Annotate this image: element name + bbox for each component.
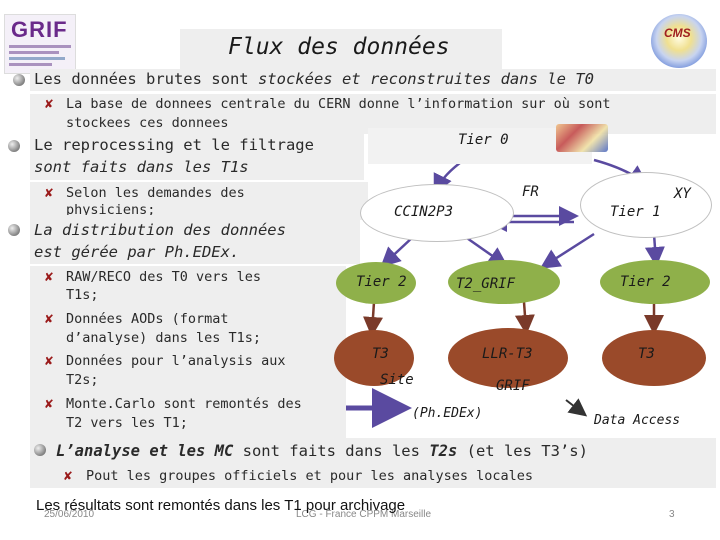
tier2-left-node bbox=[336, 262, 416, 304]
bullet-4-text-post: (et les T3’s) bbox=[457, 442, 588, 460]
footer-note: Les résultats sont remontés dans les T1 … bbox=[36, 497, 406, 514]
t3-right-node bbox=[602, 330, 706, 386]
bullet-4-text-mid: sont faits dans les bbox=[233, 442, 430, 460]
arrow-ccin2p3-to-t2grif bbox=[463, 234, 509, 267]
page-number: 3 bbox=[669, 509, 675, 520]
arrow-t2grif-to-llr bbox=[514, 301, 535, 335]
tier1-node bbox=[580, 172, 712, 238]
data-access-legend-label: Data Access bbox=[594, 413, 681, 428]
tier2-left-label: Tier 2 bbox=[356, 274, 407, 290]
x-mark-icon: ✘ bbox=[45, 269, 54, 285]
ccin2p3-label: CCIN2P3 bbox=[394, 204, 454, 220]
cms-logo-text: CMS bbox=[664, 26, 691, 40]
legend-data-access-arrow bbox=[565, 398, 588, 417]
bullet-icon bbox=[8, 140, 20, 152]
bullet-1-text: Les données brutes sont bbox=[34, 70, 258, 88]
band-bullet-3 bbox=[30, 220, 360, 264]
site-label: Site bbox=[380, 372, 414, 388]
bullet-4: L’analyse et les MC sont faits dans les … bbox=[56, 441, 588, 462]
fr-label: FR bbox=[522, 184, 539, 200]
bullet-icon bbox=[34, 444, 46, 456]
ccin2p3-node bbox=[360, 184, 514, 242]
tier0-label: Tier 0 bbox=[458, 132, 509, 148]
title-background bbox=[180, 29, 502, 70]
cms-logo: CMS bbox=[651, 14, 707, 68]
bullet-3-sub-4-line-2: T2 vers les T1; bbox=[66, 415, 188, 431]
x-mark-icon: ✘ bbox=[64, 468, 73, 484]
band-sub-3 bbox=[30, 266, 346, 438]
t3-left-label: T3 bbox=[372, 346, 389, 362]
llr-t3-label: LLR-T3 bbox=[482, 346, 533, 362]
t2-grif-label: T2_GRIF bbox=[456, 276, 516, 292]
grif-logo: GRIF bbox=[4, 14, 76, 74]
bullet-3-sub-2-line-2: d’analyse) dans les T1s; bbox=[66, 330, 262, 346]
footer-center: LCG - France CPPM Marseille bbox=[296, 509, 432, 520]
bullet-2-line-2: sont faits dans les T1s bbox=[34, 158, 249, 176]
arrow-tier1-to-tier2 bbox=[644, 233, 665, 267]
arrow-ccin2p3-to-tier2 bbox=[380, 235, 415, 268]
bullet-3-sub-1-line-2: T1s; bbox=[66, 287, 99, 303]
bullet-3-sub-4-line-1: Monte.Carlo sont remontés des bbox=[66, 396, 302, 412]
bullet-3-sub-2-line-1: Données AODs (format bbox=[66, 311, 229, 327]
grif-logo-text: GRIF bbox=[11, 17, 68, 42]
llr-t3-node bbox=[448, 328, 568, 388]
tier1-label: Tier 1 bbox=[610, 204, 661, 220]
bullet-1-sub-line-1: La base de donnees centrale du CERN donn… bbox=[66, 96, 611, 112]
band-sub-2 bbox=[30, 182, 368, 220]
x-mark-icon: ✘ bbox=[45, 353, 54, 369]
bullet-icon bbox=[13, 74, 25, 86]
bullet-icon bbox=[8, 224, 20, 236]
t3-site-node bbox=[334, 330, 414, 386]
slide-title: Flux des données bbox=[228, 34, 450, 60]
bullet-3-sub-3-line-1: Données pour l’analysis aux bbox=[66, 353, 286, 369]
band-bullet-4 bbox=[30, 438, 716, 464]
tier2-right-node bbox=[600, 260, 710, 304]
tier0-box bbox=[368, 128, 592, 164]
bullet-4-sub: Pout les groupes officiels et pour les a… bbox=[86, 468, 534, 484]
xy-label: XY bbox=[674, 186, 691, 202]
bullet-1-sub-line-2: stockees ces donnees bbox=[66, 115, 229, 131]
bullet-4-emphasis-1: L’analyse et les MC bbox=[56, 442, 234, 460]
arrow-tier1-to-t2grif bbox=[539, 232, 595, 269]
band-sub-4 bbox=[30, 464, 716, 488]
bullet-2-sub-line-2: physiciens; bbox=[66, 202, 156, 215]
bullet-1: Les données brutes sont stockées et reco… bbox=[34, 69, 594, 90]
phedex-legend-label: (Ph.EDEx) bbox=[412, 406, 483, 421]
x-mark-icon: ✘ bbox=[45, 311, 54, 327]
x-mark-icon: ✘ bbox=[45, 396, 54, 412]
t2-grif-node bbox=[448, 260, 560, 304]
arrow-tier2-to-t3 bbox=[363, 301, 383, 337]
bullet-3-sub-1-line-1: RAW/RECO des T0 vers les bbox=[66, 269, 262, 285]
bullet-2-line-1: Le reprocessing et le filtrage bbox=[34, 136, 314, 154]
footer-date: 25/06/2010 bbox=[44, 509, 95, 520]
tier2-right-label: Tier 2 bbox=[620, 274, 671, 290]
bullet-3-line-1: La distribution des données bbox=[34, 221, 286, 239]
bullet-3-sub-3-line-2: T2s; bbox=[66, 372, 99, 388]
bullet-3-line-2: est gérée par Ph.EDEx. bbox=[34, 243, 240, 261]
x-mark-icon: ✘ bbox=[45, 96, 54, 112]
t3-right-label: T3 bbox=[638, 346, 655, 362]
bullet-1-emphasis: stockées et reconstruites dans le T0 bbox=[257, 70, 594, 88]
tier0-image bbox=[556, 124, 608, 152]
data-flow-diagram: Tier 0 FR CCIN2P3 XY Tier 1 Tier 2 T2_GR… bbox=[334, 124, 716, 436]
bullet-4-emphasis-2: T2s bbox=[429, 442, 458, 460]
bullet-2-sub-line-1: Selon les demandes des bbox=[66, 185, 245, 201]
grif-logo-lines bbox=[9, 45, 71, 69]
band-bullet-2 bbox=[30, 134, 364, 180]
grif-label: GRIF bbox=[496, 378, 530, 394]
x-mark-icon: ✘ bbox=[45, 185, 54, 201]
band-bullet-1 bbox=[30, 69, 716, 91]
